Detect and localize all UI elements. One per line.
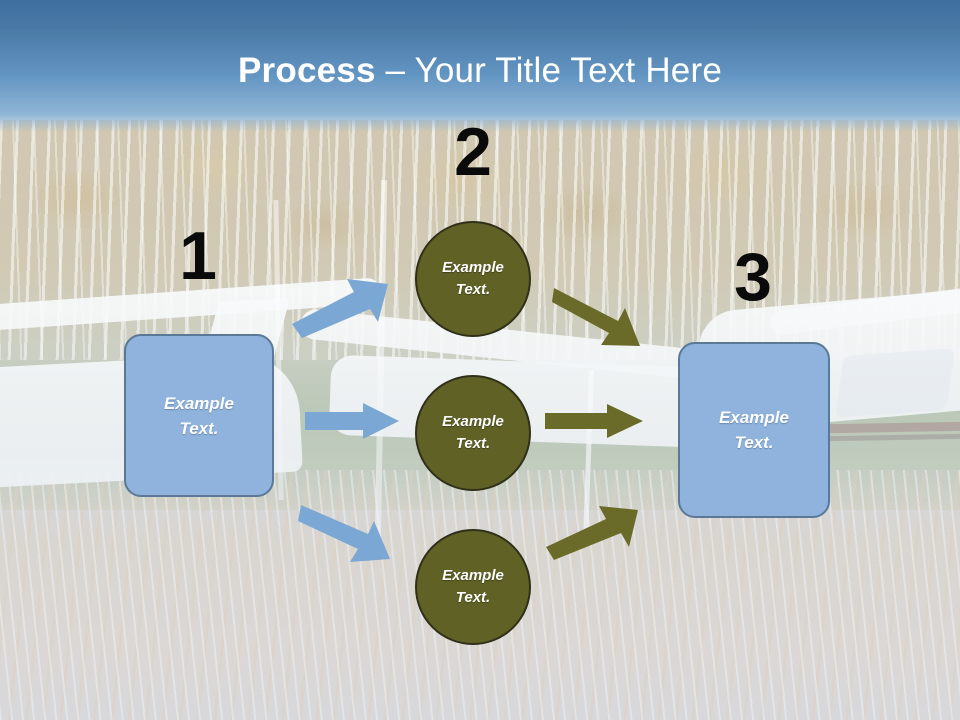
title-banner [0, 0, 960, 132]
olive-arrow-right-icon [545, 404, 643, 438]
olive-arrow-down-right-icon [552, 288, 640, 346]
blue-arrow-up-right-icon [292, 279, 388, 338]
process-circle-2-label: Example Text. [442, 413, 504, 452]
blue-arrow-down-right-icon [298, 505, 390, 562]
step-number-2: 2 [454, 114, 492, 190]
end-stage-box[interactable]: Example Text. [678, 342, 830, 518]
start-stage-box[interactable]: Example Text. [124, 334, 274, 497]
slide-title: Process – Your Title Text Here [0, 50, 960, 92]
blue-arrow-right [305, 403, 401, 439]
process-circle-2[interactable]: Example Text. [415, 375, 531, 491]
process-circle-3-label: Example Text. [442, 567, 504, 606]
blue-arrow-up-right [292, 278, 402, 340]
slide-title-rest: – Your Title Text Here [375, 51, 722, 90]
process-circle-3[interactable]: Example Text. [415, 529, 531, 645]
step-number-3: 3 [734, 239, 772, 315]
olive-arrow-down-right [552, 288, 648, 348]
end-stage-label: Example Text. [719, 408, 789, 452]
olive-arrow-up-right-icon [546, 506, 638, 560]
start-stage-label: Example Text. [164, 393, 234, 438]
blue-arrow-down-right [298, 505, 406, 567]
process-circle-1[interactable]: Example Text. [415, 221, 531, 337]
olive-arrow-up-right [546, 504, 644, 562]
slide-title-emphasis: Process [238, 51, 376, 90]
process-circle-1-label: Example Text. [442, 259, 504, 298]
olive-arrow-right [545, 404, 645, 438]
step-number-1: 1 [179, 218, 217, 294]
blue-arrow-right-icon [305, 403, 399, 439]
